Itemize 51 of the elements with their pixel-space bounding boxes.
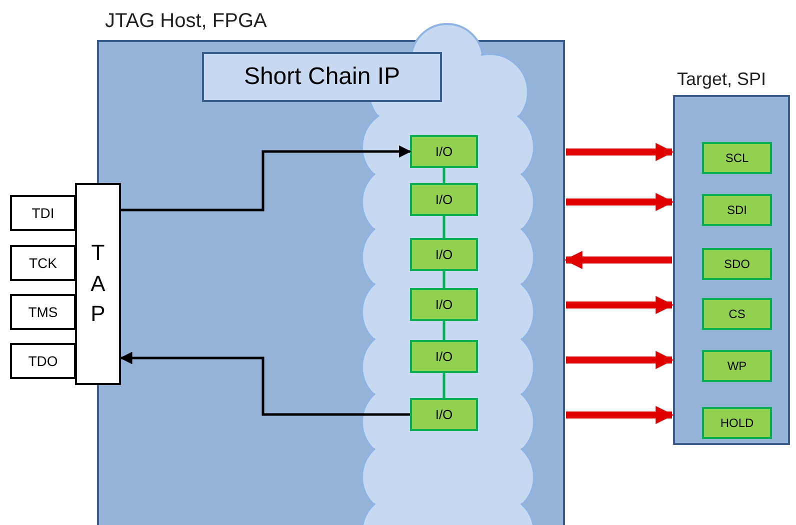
pin-box — [10, 294, 76, 330]
arrow — [564, 250, 672, 270]
arrow — [566, 296, 674, 314]
block-label: WP — [727, 359, 747, 373]
signal-box — [702, 142, 772, 174]
connector-line — [442, 168, 446, 183]
arrow — [566, 192, 674, 212]
block-label: SDI — [726, 203, 747, 217]
arrow — [566, 350, 674, 370]
arrow — [566, 142, 674, 162]
block-label: I/O — [435, 349, 453, 364]
block-label: T A P — [90, 238, 106, 328]
signal-box — [702, 407, 772, 439]
block-label: I/O — [435, 247, 453, 262]
block-label: TCK — [29, 255, 57, 271]
block-label: I/O — [435, 144, 453, 159]
block-label: SCL — [725, 151, 749, 165]
block-label: Short Chain IP — [244, 63, 400, 91]
block-label: TDO — [28, 353, 58, 369]
block-label: I/O — [435, 297, 453, 312]
pin-box — [10, 343, 76, 379]
box-heading: Target, SPI — [677, 69, 766, 90]
io-block — [410, 135, 478, 168]
signal-box — [702, 298, 772, 330]
pin-box — [10, 245, 76, 281]
pin-box — [10, 195, 76, 231]
io-block — [410, 288, 478, 321]
block-label: I/O — [435, 407, 453, 422]
block-label: I/O — [435, 192, 453, 207]
arrow — [566, 406, 674, 424]
connector-line — [442, 271, 446, 288]
connector-line — [442, 321, 446, 340]
io-block — [410, 398, 478, 431]
box-heading: JTAG Host, FPGA — [105, 10, 267, 33]
block-label: TMS — [28, 304, 58, 320]
ip-block — [202, 52, 442, 102]
signal-box — [702, 248, 772, 280]
connector-line — [442, 216, 446, 238]
block-label: SDO — [724, 257, 750, 271]
block-label: TDI — [32, 205, 54, 221]
io-block — [410, 238, 478, 271]
tap-block — [75, 183, 121, 385]
signal-box — [702, 350, 772, 382]
io-block — [410, 183, 478, 216]
signal-box — [702, 194, 772, 226]
io-block — [410, 340, 478, 373]
arrow — [120, 352, 410, 416]
arrow — [121, 145, 412, 212]
block-label: HOLD — [720, 416, 754, 430]
connector-line — [442, 373, 446, 398]
block-label: CS — [728, 307, 746, 321]
